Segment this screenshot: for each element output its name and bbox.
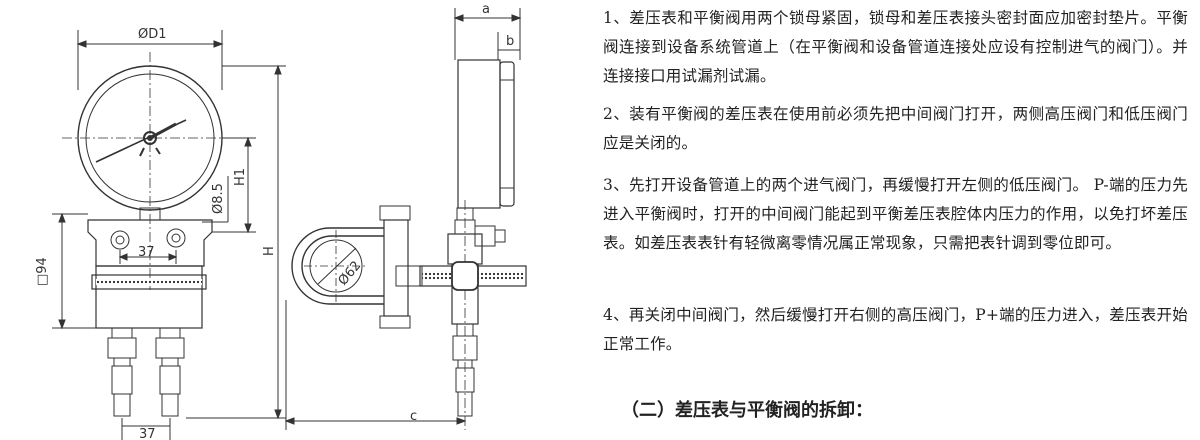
dim-label-37-upper: 37 (138, 245, 155, 260)
gauge-drawing-svg: ØD1 a b c 37 37 □94 Ø8.5 H1 H Ø62 (35, 2, 527, 440)
dim-label-h: H (262, 246, 277, 256)
instruction-paragraph-4: 4、再关闭中间阀门，然后缓慢打开右侧的高压阀门，P+端的压力进入，差压表开始正常… (603, 306, 1188, 353)
dim-label-37-lower: 37 (139, 427, 156, 440)
instruction-paragraph-1: 1、差压表和平衡阀用两个锁母紧固，锁母和差压表接头密封面应加密封垫片。平衡阀连接… (603, 9, 1188, 85)
dim-label-h1: H1 (233, 168, 248, 186)
instruction-paragraph-3: 3、先打开设备管道上的两个进气阀门，再缓慢打开左侧的低压阀门。 P-端的压力先进… (603, 176, 1188, 252)
dim-label-d85: Ø8.5 (211, 183, 226, 214)
technical-drawing: ØD1 a b c 37 37 □94 Ø8.5 H1 H Ø62 (0, 0, 590, 440)
section-heading: （二）差压表与平衡阀的拆卸： (621, 400, 873, 421)
instruction-paragraph-2: 2、装有平衡阀的差压表在使用前必须先把中间阀门打开，两侧高压阀门和低压阀门应是关… (603, 105, 1188, 152)
dim-label-a: a (482, 2, 490, 17)
dim-label-c: c (410, 409, 417, 424)
dim-label-b: b (506, 34, 514, 49)
dim-label-d1: ØD1 (138, 27, 167, 42)
dim-label-d94: □94 (35, 257, 50, 286)
